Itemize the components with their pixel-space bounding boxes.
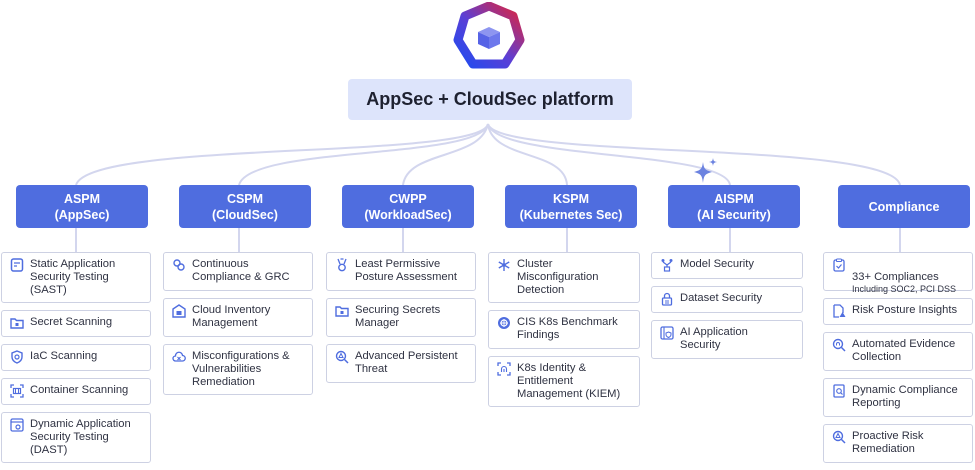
shield-search-icon <box>11 350 23 364</box>
item-secret-scanning[interactable]: Secret Scanning <box>1 310 151 337</box>
item-misconfigurations[interactable]: Misconfigurations & Vulnerabilities Reme… <box>163 344 313 395</box>
folder-lock-icon <box>335 306 349 317</box>
code-document-icon <box>10 258 24 272</box>
app-shield-icon <box>660 326 674 340</box>
item-continuous-compliance[interactable]: Continuous Compliance & GRC <box>163 252 313 291</box>
item-label: Proactive Risk Remediation <box>852 430 924 455</box>
fingerprint-search-icon <box>832 338 846 352</box>
column-compliance: Compliance 33+ Compliances Including SOC… <box>823 185 973 463</box>
category-title: AISPM <box>714 191 754 206</box>
category-subtitle: (CloudSec) <box>212 207 278 222</box>
warehouse-icon <box>172 304 186 318</box>
connector-aspm <box>75 123 489 186</box>
item-compliances[interactable]: 33+ Compliances Including SOC2, PCI DSS <box>823 252 973 294</box>
item-cluster-misconfig[interactable]: Cluster Misconfiguration Detection <box>488 252 640 303</box>
item-cis-benchmark[interactable]: CIS K8s Benchmark Findings <box>488 310 640 349</box>
model-network-icon <box>661 259 673 272</box>
item-cloud-inventory[interactable]: Cloud Inventory Management <box>163 298 313 337</box>
item-label: Secret Scanning <box>30 316 113 328</box>
item-evidence-collection[interactable]: Automated Evidence Collection <box>823 332 973 371</box>
item-label: Dataset Security <box>680 292 763 304</box>
category-aspm[interactable]: ASPM (AppSec) <box>16 185 148 228</box>
sparkle-icon <box>694 158 717 183</box>
browser-gear-icon <box>10 418 24 432</box>
category-subtitle: (Kubernetes Sec) <box>519 207 623 222</box>
category-title: CWPP <box>389 191 427 206</box>
category-kspm[interactable]: KSPM (Kubernetes Sec) <box>505 185 637 228</box>
item-label: Automated Evidence Collection <box>852 338 956 363</box>
item-dataset-security[interactable]: Dataset Security <box>651 286 803 313</box>
search-alert-icon <box>335 350 349 364</box>
badge-medal-icon <box>337 258 347 272</box>
item-label: Model Security <box>680 258 754 270</box>
link-cycle-icon <box>173 259 185 271</box>
item-sublabel: Including SOC2, PCI DSS <box>852 284 957 294</box>
item-label: Container Scanning <box>30 384 129 396</box>
item-ai-app-security[interactable]: AI Application Security <box>651 320 803 359</box>
item-securing-secrets[interactable]: Securing Secrets Manager <box>326 298 476 337</box>
platform-title: AppSec + CloudSec platform <box>348 79 632 120</box>
column-aspm: ASPM (AppSec) Static Application Securit… <box>1 185 151 463</box>
item-label: CIS K8s Benchmark Findings <box>517 316 618 341</box>
item-label: 33+ Compliances <box>852 271 939 283</box>
report-search-icon <box>833 384 845 398</box>
item-dynamic-reporting[interactable]: Dynamic Compliance Reporting <box>823 378 973 417</box>
item-label: Dynamic Compliance Reporting <box>852 384 958 409</box>
item-model-security[interactable]: Model Security <box>651 252 803 279</box>
container-scan-icon <box>10 384 24 398</box>
category-title: ASPM <box>63 191 101 206</box>
item-least-permissive[interactable]: Least Permissive Posture Assessment <box>326 252 476 291</box>
item-label: Cluster Misconfiguration Detection <box>517 258 599 296</box>
item-sast[interactable]: Static Application Security Testing (SAS… <box>1 252 151 303</box>
category-subtitle: (WorkloadSec) <box>364 207 452 222</box>
clipboard-check-icon <box>833 258 845 272</box>
item-label: Advanced Persistent Threat <box>355 350 458 375</box>
category-title: KSPM <box>552 191 590 206</box>
category-cwpp[interactable]: CWPP (WorkloadSec) <box>342 185 474 228</box>
item-label: Securing Secrets Manager <box>355 304 441 329</box>
category-subtitle: (AppSec) <box>54 207 110 222</box>
cube-heptagon-logo-icon <box>453 2 525 69</box>
cloud-x-icon <box>172 351 186 362</box>
item-label: K8s Identity & Entitlement Management (K… <box>517 362 621 400</box>
search-alert-icon <box>832 430 846 444</box>
category-title: CSPM <box>226 191 264 206</box>
item-label: Risk Posture Insights <box>852 304 958 316</box>
cluster-snowflake-icon <box>498 259 510 271</box>
item-dast[interactable]: Dynamic Application Security Testing (DA… <box>1 412 151 463</box>
fingerprint-scan-icon <box>497 362 511 376</box>
item-risk-posture[interactable]: Risk Posture Insights <box>823 298 973 325</box>
item-label: IaC Scanning <box>30 350 98 362</box>
connector-cwpp <box>402 123 489 186</box>
column-kspm: KSPM (Kubernetes Sec) Cluster Misconfigu… <box>488 185 640 407</box>
column-aispm: AISPM (AI Security) Model Security Datas… <box>651 185 803 359</box>
item-label: Misconfigurations & Vulnerabilities Reme… <box>192 350 290 388</box>
category-aispm[interactable]: AISPM (AI Security) <box>668 185 800 228</box>
kubernetes-wheel-icon <box>498 317 510 329</box>
item-label: Static Application Security Testing (SAS… <box>30 258 116 296</box>
category-compliance[interactable]: Compliance <box>838 185 970 228</box>
item-kiem[interactable]: K8s Identity & Entitlement Management (K… <box>488 356 640 407</box>
item-label: Cloud Inventory Management <box>192 304 271 329</box>
item-label: AI Application Security <box>680 326 748 351</box>
item-apt[interactable]: Advanced Persistent Threat <box>326 344 476 383</box>
lock-document-icon <box>661 292 673 306</box>
column-cspm: CSPM (CloudSec) Continuous Compliance & … <box>163 185 313 395</box>
category-cspm[interactable]: CSPM (CloudSec) <box>179 185 311 228</box>
document-warning-icon <box>833 304 846 318</box>
item-label: Least Permissive Posture Assessment <box>355 258 457 283</box>
item-label: Dynamic Application Security Testing (DA… <box>30 418 131 456</box>
connector-cspm <box>238 123 489 186</box>
item-container-scanning[interactable]: Container Scanning <box>1 378 151 405</box>
folder-lock-icon <box>10 318 24 329</box>
category-title: Compliance <box>868 199 940 214</box>
column-cwpp: CWPP (WorkloadSec) Least Permissive Post… <box>326 185 476 383</box>
item-iac-scanning[interactable]: IaC Scanning <box>1 344 151 371</box>
connector-kspm <box>487 123 568 186</box>
item-proactive-remediation[interactable]: Proactive Risk Remediation <box>823 424 973 463</box>
category-subtitle: (AI Security) <box>697 207 771 222</box>
item-label: Continuous Compliance & GRC <box>192 258 290 283</box>
